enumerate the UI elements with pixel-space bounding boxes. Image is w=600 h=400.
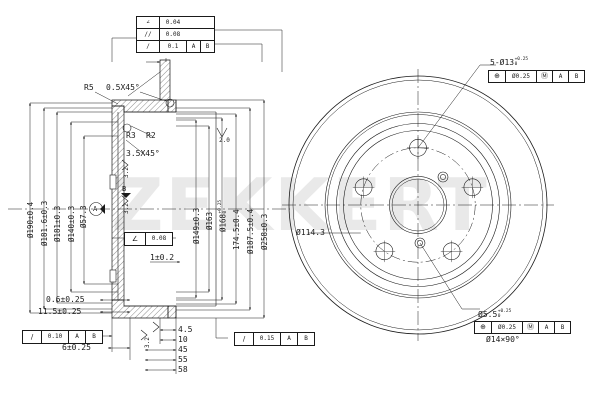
dim-d190: Ø190±0.4 [26, 201, 35, 238]
runout-bottom-datum-b: B [304, 335, 308, 342]
parallelism-value: 0.08 [165, 31, 181, 38]
runout-bottom-datum-a: A [281, 333, 298, 345]
callout-d55-tol-upper: +0.25 [497, 309, 512, 314]
runout-datum-a: A [187, 41, 201, 52]
runout-icon: / [235, 333, 254, 345]
flatness-mid-value: 0.08 [151, 235, 167, 242]
dim-t45: 4.5 [178, 325, 193, 334]
dim-06: 0.6±0.25 [46, 295, 85, 304]
surface-finish-20: 2.0 [219, 137, 230, 144]
dim-t45b: 45 [178, 345, 188, 354]
position-bottom-datum-a: A [539, 322, 555, 333]
gdt-frame-position-top: ⊕ Ø0.25 Ⓜ A B [488, 70, 585, 83]
surface-finish-32b: 3.2 [123, 203, 130, 214]
runout-left-datum-a: A [69, 331, 86, 343]
flatness-icon: ∠ [125, 233, 146, 245]
dim-d258: Ø258±0.3 [260, 213, 269, 250]
dim-d573: Ø57.3 [79, 205, 88, 228]
dim-t10: 10 [178, 335, 188, 344]
gdt-frame-runout-bottom: / 0.15 A B [234, 332, 315, 346]
position-top-datum-a: A [553, 71, 569, 82]
dim-d181: Ø181±0.3 [53, 205, 62, 242]
gdt-frame-stack-top: ∠ 0.04 // 0.08 / 0.1 A B [136, 16, 215, 53]
runout-icon: / [23, 331, 42, 343]
flatness-value: 0.04 [165, 19, 181, 26]
dim-1pm02: 1±0.2 [150, 253, 175, 262]
mmc-modifier-icon: Ⓜ [537, 71, 553, 82]
dim-bolt-circle: Ø114.3 [296, 228, 325, 237]
gdt-frame-runout-left: / 0.10 A B [22, 330, 103, 344]
runout-datum-b: B [205, 43, 210, 50]
runout-bottom-value: 0.15 [254, 333, 281, 345]
surface-finish-32c: 3.2 [144, 337, 151, 348]
flatness-icon: ∠ [137, 17, 160, 28]
runout-value: 0.1 [160, 41, 187, 52]
gdt-row-parallelism: // 0.08 [137, 29, 214, 41]
mmc-modifier-icon: Ⓜ [523, 322, 539, 333]
position-icon: ⊕ [489, 71, 506, 82]
callout-r3: R3 [126, 131, 136, 140]
callout-5xd13-tol-upper: +0.25 [514, 57, 529, 62]
dim-d168: Ø168 [218, 213, 228, 232]
datum-a: A [93, 205, 98, 213]
dim-d149: Ø149±0.3 [192, 207, 201, 244]
callout-5xd13-tol-lower: 0 [514, 61, 518, 67]
surface-finish-32a: 3.2 [123, 167, 130, 178]
runout-left-value: 0.10 [42, 331, 69, 343]
dim-t58: 58 [178, 365, 188, 374]
dim-d1816: Ø181.6±0.3 [40, 200, 49, 246]
gdt-frame-flatness-mid: ∠ 0.08 [124, 232, 173, 246]
callout-countersink: Ø14×90° [486, 335, 520, 344]
dim-115: 11.5±0.25 [38, 307, 82, 316]
dim-1745: 174.5±0.4 [232, 209, 241, 250]
position-bottom-datum-b: B [560, 323, 565, 331]
dim-d140: Ø140±0.3 [67, 205, 76, 242]
gdt-row-flatness: ∠ 0.04 [137, 17, 214, 29]
runout-icon: / [137, 41, 160, 52]
gdt-row-runout: / 0.1 A B [137, 41, 214, 52]
dim-d163: Ø163 [205, 211, 214, 230]
position-icon: ⊕ [475, 322, 492, 333]
position-top-datum-b: B [574, 72, 579, 80]
dim-d168-tol-lower: 0 [222, 210, 228, 214]
dim-t55: 55 [178, 355, 188, 364]
parallelism-icon: // [137, 29, 160, 40]
dim-6: 6±0.25 [62, 343, 91, 352]
callout-d55-tol-lower: 0 [497, 313, 501, 319]
callout-chamfer-35x45: 3.5X45° [126, 149, 160, 158]
runout-left-datum-b: B [92, 333, 96, 340]
gdt-frame-position-bottom: ⊕ Ø0.25 Ⓜ A B [474, 321, 571, 334]
dim-d1875: Ø187.5±0.4 [246, 208, 255, 254]
position-bottom-value: Ø0.25 [492, 322, 523, 333]
callout-chamfer-05x45: 0.5X45° [106, 83, 140, 92]
datum-b: B [122, 185, 127, 193]
callout-r5: R5 [84, 83, 94, 92]
position-top-value: Ø0.25 [506, 71, 537, 82]
callout-r2: R2 [146, 131, 156, 140]
